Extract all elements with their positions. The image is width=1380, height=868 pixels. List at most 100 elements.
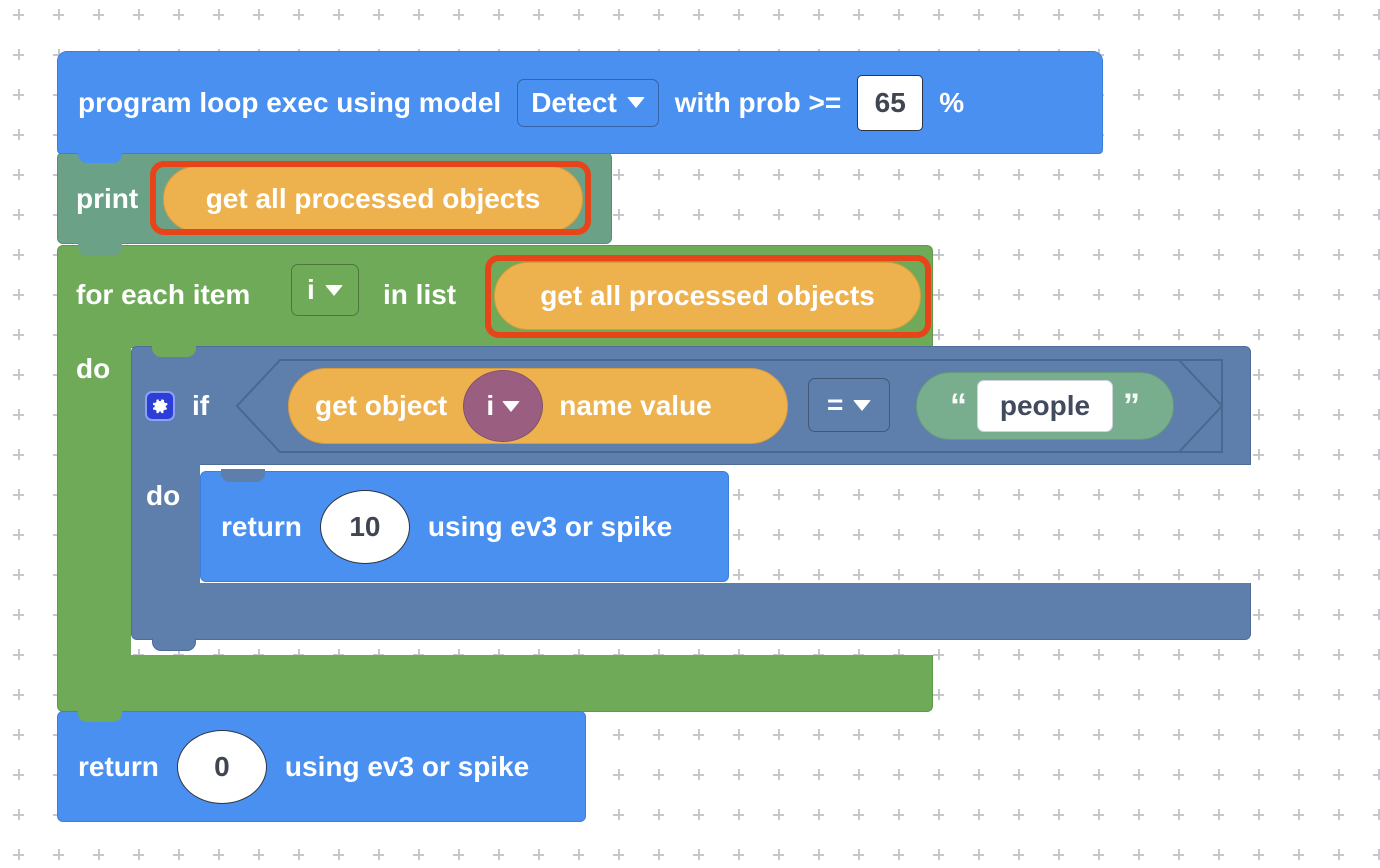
grid-plus-icon bbox=[853, 9, 864, 20]
grid-plus-icon bbox=[1173, 849, 1184, 860]
program-header-label: program loop exec using model bbox=[78, 86, 502, 118]
grid-plus-icon bbox=[1133, 849, 1144, 860]
grid-plus-icon bbox=[933, 809, 944, 820]
for-each-notch bbox=[78, 243, 122, 256]
grid-plus-icon bbox=[13, 449, 24, 460]
grid-plus-icon bbox=[493, 9, 504, 20]
grid-plus-icon bbox=[1253, 689, 1264, 700]
return-inner-block[interactable]: return 10 using ev3 or spike bbox=[200, 471, 729, 582]
gear-icon[interactable] bbox=[145, 391, 175, 421]
grid-plus-icon bbox=[1133, 489, 1144, 500]
get-object-variable-dropdown[interactable]: i bbox=[463, 370, 544, 442]
if-label: if bbox=[192, 390, 210, 421]
grid-plus-icon bbox=[1293, 769, 1304, 780]
grid-plus-icon bbox=[973, 9, 984, 20]
grid-plus-icon bbox=[1373, 489, 1380, 500]
grid-plus-icon bbox=[653, 169, 664, 180]
grid-plus-icon bbox=[1293, 129, 1304, 140]
grid-plus-icon bbox=[813, 849, 824, 860]
grid-plus-icon bbox=[893, 769, 904, 780]
print-reporter-get-all-processed-objects[interactable]: get all processed objects bbox=[163, 166, 583, 232]
grid-plus-icon bbox=[1373, 449, 1380, 460]
grid-plus-icon bbox=[1133, 49, 1144, 60]
grid-plus-icon bbox=[13, 209, 24, 220]
grid-plus-icon bbox=[1093, 9, 1104, 20]
model-dropdown[interactable]: Detect bbox=[517, 78, 659, 127]
get-object-text-before: get object bbox=[315, 390, 448, 421]
grid-plus-icon bbox=[1333, 449, 1344, 460]
get-object-reporter[interactable]: get object i name value bbox=[288, 368, 788, 444]
grid-plus-icon bbox=[13, 529, 24, 540]
grid-plus-icon bbox=[973, 209, 984, 220]
grid-plus-icon bbox=[933, 649, 944, 660]
grid-plus-icon bbox=[1293, 409, 1304, 420]
grid-plus-icon bbox=[1173, 169, 1184, 180]
grid-plus-icon bbox=[733, 209, 744, 220]
return-inner-value-input[interactable]: 10 bbox=[319, 489, 410, 564]
for-each-variable-dropdown[interactable]: i bbox=[291, 264, 359, 316]
grid-plus-icon bbox=[1013, 649, 1024, 660]
grid-plus-icon bbox=[13, 569, 24, 580]
return-outer-suffix: using ev3 or spike bbox=[284, 750, 530, 782]
grid-plus-icon bbox=[1173, 809, 1184, 820]
grid-plus-icon bbox=[1373, 89, 1380, 100]
grid-plus-icon bbox=[933, 289, 944, 300]
grid-plus-icon bbox=[1293, 609, 1304, 620]
grid-plus-icon bbox=[1293, 49, 1304, 60]
grid-plus-icon bbox=[1013, 769, 1024, 780]
grid-plus-icon bbox=[1213, 489, 1224, 500]
grid-plus-icon bbox=[693, 849, 704, 860]
grid-plus-icon bbox=[1133, 529, 1144, 540]
grid-plus-icon bbox=[1213, 209, 1224, 220]
program-header-block[interactable]: program loop exec using model Detect wit… bbox=[57, 51, 1103, 154]
grid-plus-icon bbox=[1173, 49, 1184, 60]
grid-plus-icon bbox=[1293, 809, 1304, 820]
grid-plus-icon bbox=[933, 769, 944, 780]
grid-plus-icon bbox=[1253, 609, 1264, 620]
grid-plus-icon bbox=[1213, 729, 1224, 740]
return-outer-value: 0 bbox=[214, 750, 230, 782]
grid-plus-icon bbox=[573, 9, 584, 20]
for-each-bottom-arm bbox=[57, 655, 933, 712]
grid-plus-icon bbox=[973, 569, 984, 580]
grid-plus-icon bbox=[1093, 169, 1104, 180]
grid-plus-icon bbox=[733, 529, 744, 540]
grid-plus-icon bbox=[853, 529, 864, 540]
grid-plus-icon bbox=[1213, 89, 1224, 100]
grid-plus-icon bbox=[813, 529, 824, 540]
grid-plus-icon bbox=[973, 489, 984, 500]
grid-plus-icon bbox=[1293, 209, 1304, 220]
grid-plus-icon bbox=[613, 769, 624, 780]
return-outer-block[interactable]: return 0 using ev3 or spike bbox=[57, 711, 586, 822]
grid-plus-icon bbox=[1373, 649, 1380, 660]
grid-plus-icon bbox=[13, 809, 24, 820]
grid-plus-icon bbox=[1373, 249, 1380, 260]
grid-plus-icon bbox=[13, 89, 24, 100]
grid-plus-icon bbox=[1093, 329, 1104, 340]
grid-plus-icon bbox=[1053, 249, 1064, 260]
grid-plus-icon bbox=[1373, 809, 1380, 820]
grid-plus-icon bbox=[1373, 209, 1380, 220]
grid-plus-icon bbox=[173, 9, 184, 20]
comparison-operator-value: = bbox=[827, 389, 844, 420]
grid-plus-icon bbox=[933, 569, 944, 580]
grid-plus-icon bbox=[893, 169, 904, 180]
string-value-input[interactable]: people bbox=[977, 380, 1113, 432]
grid-plus-icon bbox=[13, 169, 24, 180]
string-block[interactable]: “ people ” bbox=[916, 372, 1174, 440]
grid-plus-icon bbox=[1173, 769, 1184, 780]
comparison-operator-dropdown[interactable]: = bbox=[808, 378, 891, 432]
grid-plus-icon bbox=[1213, 169, 1224, 180]
grid-plus-icon bbox=[1333, 369, 1344, 380]
probability-input[interactable]: 65 bbox=[857, 74, 924, 131]
for-each-list-reporter[interactable]: get all processed objects bbox=[494, 262, 921, 330]
grid-plus-icon bbox=[1333, 409, 1344, 420]
grid-plus-icon bbox=[13, 849, 24, 860]
grid-plus-icon bbox=[1293, 649, 1304, 660]
grid-plus-icon bbox=[933, 849, 944, 860]
get-object-variable-value: i bbox=[486, 390, 495, 421]
return-outer-value-input[interactable]: 0 bbox=[176, 729, 267, 804]
return-outer-label: return bbox=[78, 750, 159, 782]
grid-plus-icon bbox=[1253, 649, 1264, 660]
